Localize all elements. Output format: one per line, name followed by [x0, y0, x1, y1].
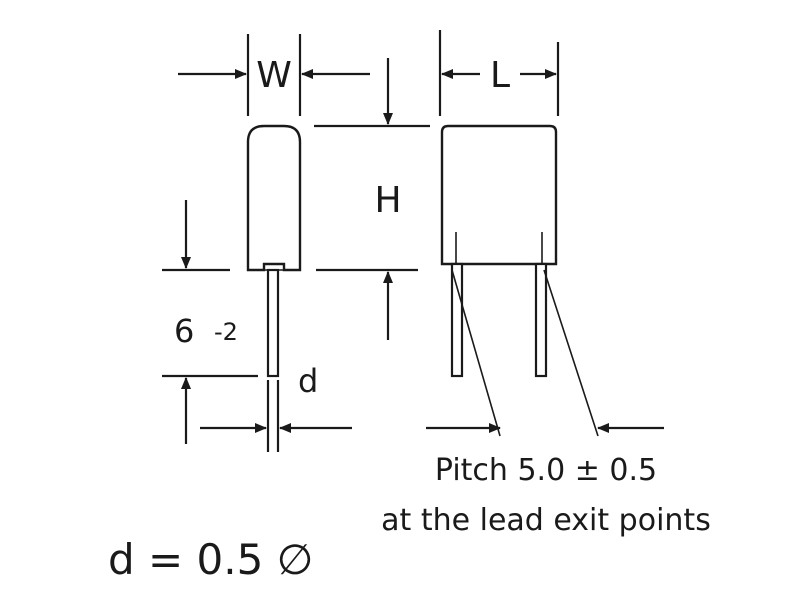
front-view [440, 124, 558, 378]
lead-length-tolerance: -2 [214, 318, 238, 346]
side-view-lead [266, 268, 280, 378]
pitch-note-line1: Pitch 5.0 ± 0.5 [435, 453, 657, 488]
height-dimension: H [314, 58, 430, 340]
width-label: W [256, 55, 292, 96]
length-label: L [490, 55, 510, 96]
front-view-left-lead [450, 262, 464, 378]
pitch-dimension: Pitch 5.0 ± 0.5 at the lead exit points [381, 269, 711, 538]
front-view-right-lead [534, 262, 548, 378]
lead-length-dimension: 6 -2 [162, 200, 258, 444]
lead-length-label: 6 [174, 312, 194, 350]
height-label: H [374, 180, 401, 221]
pitch-note-line2: at the lead exit points [381, 503, 711, 538]
side-view [246, 124, 302, 378]
lead-diameter-dimension: d [200, 362, 352, 452]
length-dimension: L [438, 30, 560, 116]
lead-diameter-formula: d = 0.5 ∅ [108, 535, 313, 584]
width-dimension: W [178, 34, 370, 116]
side-view-body [246, 124, 302, 272]
lead-diameter-label: d [298, 362, 318, 400]
front-view-body [440, 124, 558, 266]
